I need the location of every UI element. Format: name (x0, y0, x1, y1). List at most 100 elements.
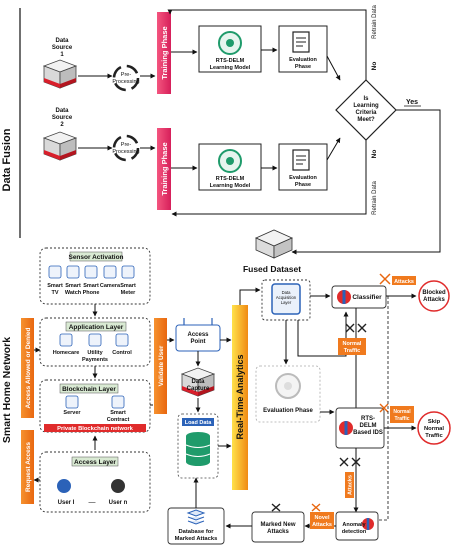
no-label-top: No (371, 62, 378, 71)
dashed-link (376, 296, 389, 521)
svg-text:Server: Server (63, 410, 81, 416)
server-cube-icon (43, 131, 77, 161)
access-layer-panel: Access Layer User I — User n (39, 451, 151, 513)
normal1-line1: Normal (343, 341, 362, 347)
evaluation-lower-label: Evaluation Phase (263, 408, 313, 414)
arrow (326, 137, 341, 161)
watch-icon (66, 265, 80, 279)
training-phase-2: Training Phase (157, 128, 171, 210)
classifier: Classifier (331, 285, 387, 309)
list-item: Camera (100, 265, 121, 289)
server-cube-icon (43, 59, 77, 89)
preprocessing-2: Pre-Processing (112, 134, 140, 162)
ids-line3: Based IDS (353, 430, 383, 436)
load-data-label: Load Data (185, 420, 213, 426)
attacks-label-top: Attacks (394, 279, 414, 285)
item-label: Watch (65, 290, 82, 296)
item-label: Phone (83, 290, 100, 296)
normal2-line2: Traffic (394, 416, 409, 422)
load-data: Load Data (177, 413, 219, 479)
blockchain-layer-title: Blockchain Layer (62, 386, 116, 393)
training-phase-1: Training Phase (157, 12, 171, 94)
home-icon (59, 333, 73, 347)
preproc1-line1: Pre- (121, 72, 132, 78)
training-phase-2-label: Training Phase (160, 142, 169, 195)
database-stack-icon (186, 509, 206, 525)
capture-line2: Capture (187, 386, 210, 392)
db-line1: Database for (178, 529, 214, 535)
shuffle-icon (339, 457, 361, 467)
acq-line1: Data (282, 290, 292, 295)
anomaly-line1: Anomaly (342, 522, 366, 528)
contract-icon (111, 395, 125, 409)
source2-line3: 2 (60, 122, 64, 128)
source1-line1: Data (55, 38, 69, 44)
acq-line2: Acquisition (276, 295, 297, 300)
model2-line2: Learning Model (210, 183, 251, 189)
shuffle-icon (311, 503, 321, 512)
request-access-label: Request Access (25, 442, 32, 492)
fused-dataset: Fused Dataset (243, 229, 301, 274)
novel-line1: Novel (315, 515, 330, 521)
acq-line3: Layer (281, 300, 292, 305)
training-phase-1-label: Training Phase (160, 26, 169, 79)
db-line2: Marked Attacks (175, 536, 218, 542)
shuffle-icon (379, 273, 391, 285)
ap-line1: Access (187, 332, 209, 338)
svg-text:Camera: Camera (100, 283, 121, 289)
validate-user-label: Validate User (158, 345, 165, 386)
model1-line2: Learning Model (210, 65, 251, 71)
access-allowed-bar: Access Allowed or Denied (21, 318, 34, 418)
svg-text:Pre-Processing: Pre-Processing (112, 72, 139, 85)
section-label-smart-home: Smart Home Network (1, 337, 13, 443)
ap-line2: Point (191, 339, 206, 345)
yes-path (291, 109, 441, 255)
source2-line1: Data (55, 108, 69, 114)
private-network-label: Private Blockchain network (57, 426, 133, 432)
item-label: Contract (107, 417, 130, 423)
no-label-bottom: No (371, 150, 378, 159)
attacks-tag-lower: Attacks (339, 457, 361, 498)
eval2-line2: Phase (295, 182, 311, 188)
model1-line1: RTS-DELM (216, 58, 245, 64)
arrow (326, 55, 341, 81)
classifier-label: Classifier (352, 294, 382, 301)
skip-line1: Skip (428, 419, 441, 425)
meter-icon (121, 265, 135, 279)
evaluation-phase-lower: Evaluation Phase (255, 365, 321, 423)
attacks-tag-top: Attacks (379, 273, 416, 285)
item-label: Smart (65, 283, 81, 289)
